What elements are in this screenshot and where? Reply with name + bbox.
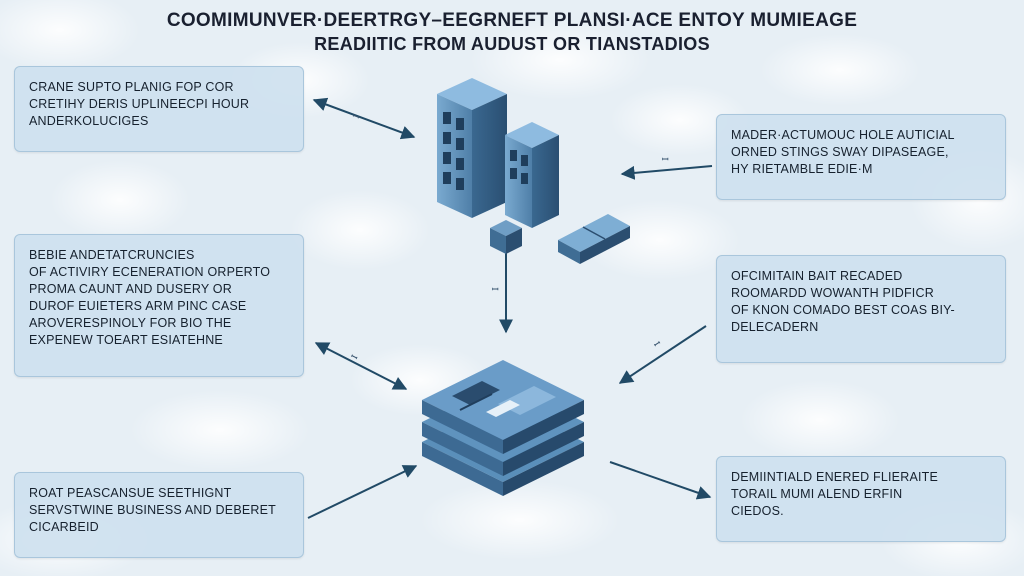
diagram-title-line1: COOMIMUNVER·DEERTRGY–EEGRNEFT PLANSI·ACE… bbox=[166, 10, 858, 31]
arrow-mid-left bbox=[314, 342, 408, 390]
info-box-mid-left: BEBIE ANDETATCRUNCIES OF ACTIVIRY ECENER… bbox=[14, 234, 304, 377]
arrow-top-right bbox=[620, 165, 713, 180]
info-box-bottom-right: DEMIINTIALD ENERED FLIERAITE TORAIL MUMI… bbox=[716, 456, 1006, 542]
server-stack-icon bbox=[422, 360, 584, 496]
info-box-top-right: MADER·ACTUMOUC HOLE AUTICIAL ORNED STING… bbox=[716, 114, 1006, 200]
box-text-line: ROAT PEASCANSUE SEETHIGNT bbox=[29, 486, 232, 500]
box-text-line: SERVSTWINE BUSINESS AND DEBERET bbox=[29, 503, 276, 517]
box-text-line: DUROF EUIETERS ARM PINC CASE bbox=[29, 299, 247, 313]
box-text-line: CICARBEID bbox=[29, 520, 99, 534]
arrow-mid-right bbox=[618, 325, 707, 384]
arrow-top-left bbox=[312, 97, 416, 140]
info-box-mid-right: OFCIMITAIN BAIT RECADED ROOMARDD WOWANTH… bbox=[716, 255, 1006, 363]
box-text-line: MADER·ACTUMOUC HOLE AUTICIAL bbox=[731, 128, 955, 142]
box-text-line: EXPENEW TOEART ESIATEHNE bbox=[29, 333, 223, 347]
box-text-line: DELECADERN bbox=[731, 320, 819, 334]
box-text-line: DEMIINTIALD ENERED FLIERAITE bbox=[731, 470, 939, 484]
box-text-line: PROMA CAUNT AND DUSERY OR bbox=[29, 282, 232, 296]
info-box-bottom-left: ROAT PEASCANSUE SEETHIGNT SERVSTWINE BUS… bbox=[14, 472, 304, 558]
box-text-line: TORAIL MUMI ALEND ERFIN bbox=[731, 487, 903, 501]
arrow-bottom-left bbox=[307, 465, 418, 519]
svg-text:ꟷ: ꟷ bbox=[492, 285, 499, 294]
box-text-line: CRETIHY DERIS UPLINEECPI HOUR bbox=[29, 97, 250, 111]
box-text-line: CIEDOS. bbox=[731, 504, 784, 518]
office-building-icon bbox=[437, 78, 630, 264]
box-text-line: CRANE SUPTO PLANIG FOP COR bbox=[29, 80, 234, 94]
box-text-line: ANDERKOLUCIGES bbox=[29, 114, 149, 128]
box-text-line: OF ACTIVIRY ECENERATION ORPERTO bbox=[29, 265, 271, 279]
svg-text:ꟷ: ꟷ bbox=[662, 155, 669, 164]
box-text-line: AROVERESPINOLY FOR BIO THE bbox=[29, 316, 232, 330]
diagram-title-line2: READIITIC FROM AUDUST OR TIANSTADIOS bbox=[314, 34, 710, 54]
box-text-line: BEBIE ANDETATCRUNCIES bbox=[29, 248, 195, 262]
box-text-line: HY RIETAMBLE EDIE·M bbox=[731, 162, 873, 176]
svg-text:ꟷ: ꟷ bbox=[351, 111, 361, 122]
info-box-top-left: CRANE SUPTO PLANIG FOP COR CRETIHY DERIS… bbox=[14, 66, 304, 152]
arrow-bottom-right bbox=[609, 461, 712, 500]
box-text-line: OFCIMITAIN BAIT RECADED bbox=[731, 269, 903, 283]
box-text-line: OF KNON COMADO BEST COAS BIY- bbox=[731, 303, 955, 317]
svg-text:ꟷ: ꟷ bbox=[652, 338, 663, 349]
svg-text:ꟷ: ꟷ bbox=[349, 352, 359, 363]
box-text-line: ROOMARDD WOWANTH PIDFICR bbox=[731, 286, 934, 300]
box-text-line: ORNED STINGS SWAY DIPASEAGE, bbox=[731, 145, 949, 159]
